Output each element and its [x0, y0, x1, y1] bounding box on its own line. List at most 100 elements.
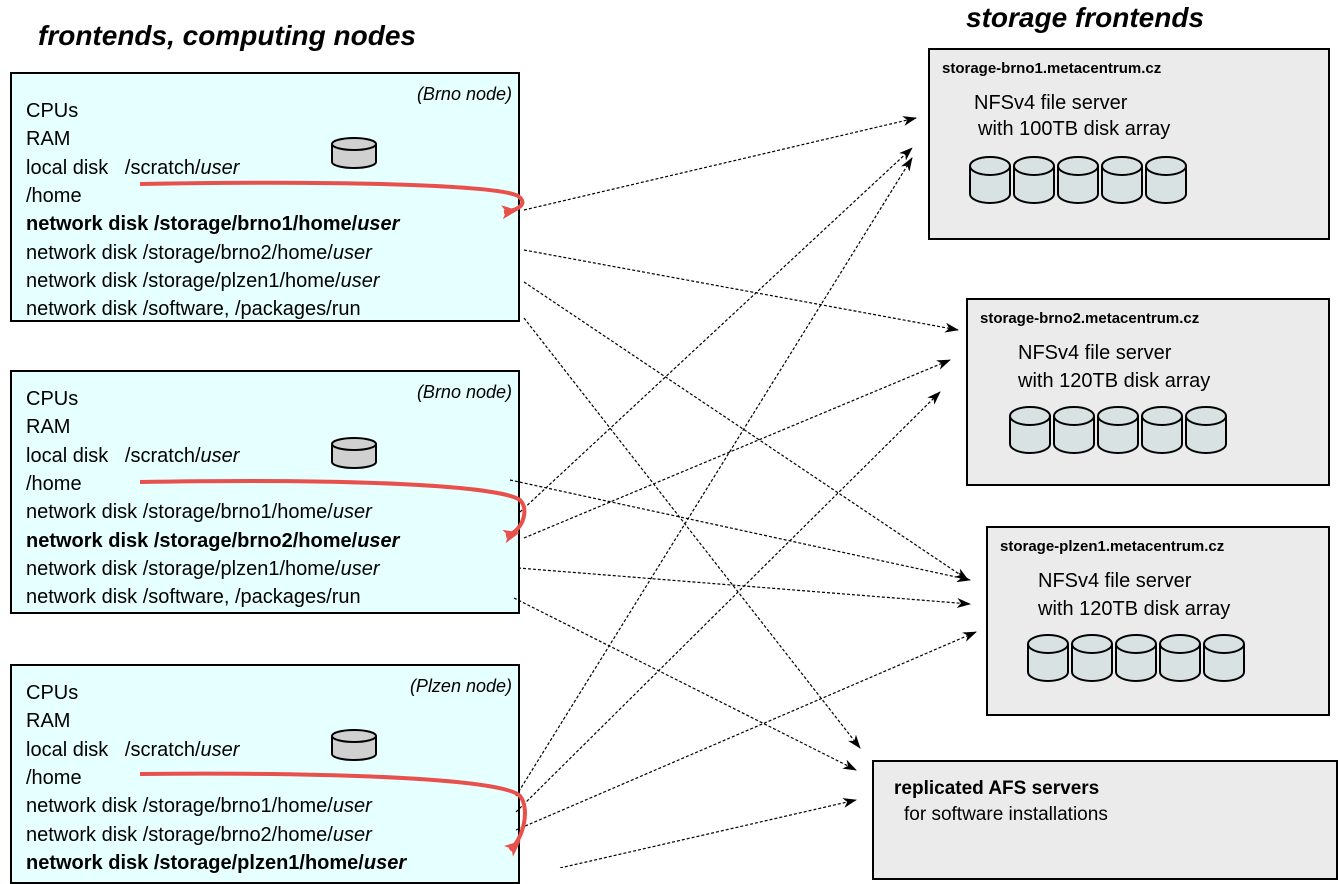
storage-frontends-heading: storage frontends [966, 2, 1205, 33]
node-line-user: user [332, 795, 372, 818]
node-line-path: local disk /scratch/ [26, 156, 201, 179]
server-hostname: storage-plzen1.metacentrum.cz [1000, 538, 1225, 555]
node-line-path: RAM [26, 710, 71, 733]
local-disk-icon [331, 729, 377, 761]
frontends-heading: frontends, computing nodes [38, 20, 416, 51]
node-line-path: CPUs [26, 100, 79, 122]
node-line: RAM [26, 709, 70, 733]
disk-array-icon [1027, 634, 1245, 682]
node-line: local disk /scratch/user [26, 444, 239, 468]
node-line: local disk /scratch/user [26, 738, 239, 762]
network-link-arrow [509, 479, 971, 583]
network-link-arrow [523, 317, 861, 749]
network-link-arrow [515, 391, 941, 813]
node-line: network disk /storage/brno2/home/user [26, 241, 372, 265]
node-line-user: user [332, 501, 372, 524]
node-line-path: network disk /storage/plzen1/home/ [26, 269, 341, 292]
storage-server-brno1: storage-brno1.metacentrum.cz NFSv4 file … [928, 48, 1330, 240]
node-line-path: network disk /storage/plzen1/home/ [26, 557, 341, 580]
node-line-path: local disk /scratch/ [26, 738, 201, 761]
node-line: network disk /storage/brno1/home/user [26, 794, 372, 818]
server-capacity: with 120TB disk array [1018, 370, 1211, 392]
node-type-label: (Plzen node) [409, 676, 512, 696]
disk-array-icon [969, 156, 1187, 204]
network-link-arrow [515, 157, 913, 797]
node-line-path: network disk /storage/brno1/home/ [26, 795, 333, 818]
node-line-path: /home [26, 472, 82, 495]
node-line: CPUs [26, 99, 78, 123]
node-line-path: CPUs [26, 682, 79, 704]
node-line-user: user [332, 823, 372, 846]
afs-servers-box: replicated AFS servers for software inst… [872, 760, 1338, 880]
node-line: network disk /storage/plzen1/home/user [26, 557, 380, 581]
local-disk-icon [331, 437, 377, 469]
storage-server-plzen1: storage-plzen1.metacentrum.cz NFSv4 file… [986, 526, 1330, 716]
node-line: /home [26, 766, 82, 790]
node-line-path: network disk /storage/brno2/home/ [26, 823, 333, 846]
server-hostname: storage-brno2.metacentrum.cz [980, 310, 1200, 327]
node-line-path: network disk /storage/brno2/home/ [26, 529, 358, 552]
server-description: NFSv4 file server [1038, 570, 1192, 592]
home-link-arrow [139, 478, 527, 544]
node-line: CPUs [26, 387, 78, 411]
node-line-path: network disk /storage/brno2/home/ [26, 241, 333, 264]
node-line-user: user [200, 444, 240, 467]
afs-subtitle: for software installations [904, 804, 1108, 825]
node-line-path: network disk /storage/brno1/home/ [26, 213, 358, 236]
node-line-path: network disk /software, /packages/run [26, 298, 361, 321]
node-line-path: /home [26, 184, 82, 207]
node-line: network disk /software, /packages/run [26, 297, 361, 321]
network-link-arrow [519, 147, 913, 513]
node-line-path: /home [26, 766, 82, 789]
server-description: NFSv4 file server [974, 92, 1128, 114]
node-line: network disk /storage/brno1/home/user [26, 212, 399, 236]
node-type-label: (Brno node) [416, 84, 512, 104]
network-link-arrow [523, 281, 969, 581]
local-disk-icon [331, 137, 377, 169]
node-line: RAM [26, 415, 70, 439]
node-line-user: user [200, 156, 240, 179]
node-line-user: user [357, 529, 400, 552]
server-capacity: with 120TB disk array [1038, 598, 1231, 620]
network-link-arrow [559, 798, 857, 868]
node-line: /home [26, 472, 82, 496]
network-link-arrow [513, 597, 857, 771]
home-link-arrow [139, 180, 525, 220]
network-link-arrow [523, 249, 959, 333]
node-line-user: user [340, 269, 380, 292]
node-line: CPUs [26, 681, 78, 705]
node-line-user: user [200, 738, 240, 761]
node-line-path: local disk /scratch/ [26, 444, 201, 467]
node-type-label: (Brno node) [416, 382, 512, 402]
node-line-path: network disk /software, /packages/run [26, 586, 361, 609]
afs-title: replicated AFS servers [894, 778, 1100, 799]
network-link-arrow [523, 116, 917, 211]
node-line-path: RAM [26, 128, 71, 151]
node-line: RAM [26, 127, 70, 151]
network-link-arrow [523, 359, 951, 539]
node-line-path: network disk /storage/brno1/home/ [26, 501, 333, 524]
node-line-path: CPUs [26, 388, 79, 410]
node-line-user: user [340, 557, 380, 580]
node-line: network disk /storage/brno2/home/user [26, 529, 399, 553]
server-description: NFSv4 file server [1018, 342, 1172, 364]
server-hostname: storage-brno1.metacentrum.cz [942, 60, 1162, 77]
network-link-arrow [515, 631, 977, 831]
storage-server-brno2: storage-brno2.metacentrum.cz NFSv4 file … [966, 298, 1330, 486]
node-line-user: user [357, 213, 400, 236]
node-line: network disk /storage/brno1/home/user [26, 500, 372, 524]
node-line-path: RAM [26, 416, 71, 439]
node-line: network disk /software, /packages/run [26, 585, 361, 609]
node-line-user: user [332, 241, 372, 264]
node-line: network disk /storage/plzen1/home/user [26, 269, 380, 293]
node-line: /home [26, 184, 82, 208]
home-link-arrow [139, 771, 527, 857]
node-line: local disk /scratch/user [26, 156, 239, 180]
server-capacity: with 100TB disk array [978, 118, 1171, 140]
disk-array-icon [1009, 406, 1227, 454]
node-line: network disk /storage/brno2/home/user [26, 823, 372, 847]
